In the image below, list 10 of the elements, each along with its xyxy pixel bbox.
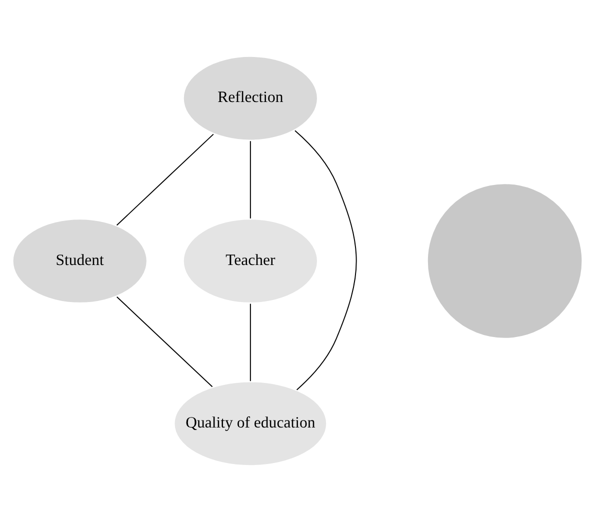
connector (116, 133, 214, 226)
node-ellipse: Teacher (182, 217, 319, 304)
node-ellipse: Student (11, 217, 148, 304)
connector (116, 296, 213, 387)
connector (294, 130, 357, 390)
node-circle (426, 182, 584, 340)
node-ellipse: Reflection (182, 54, 319, 142)
connector (250, 140, 251, 218)
connector (250, 302, 251, 382)
node-ellipse: Quality of education (172, 380, 328, 467)
